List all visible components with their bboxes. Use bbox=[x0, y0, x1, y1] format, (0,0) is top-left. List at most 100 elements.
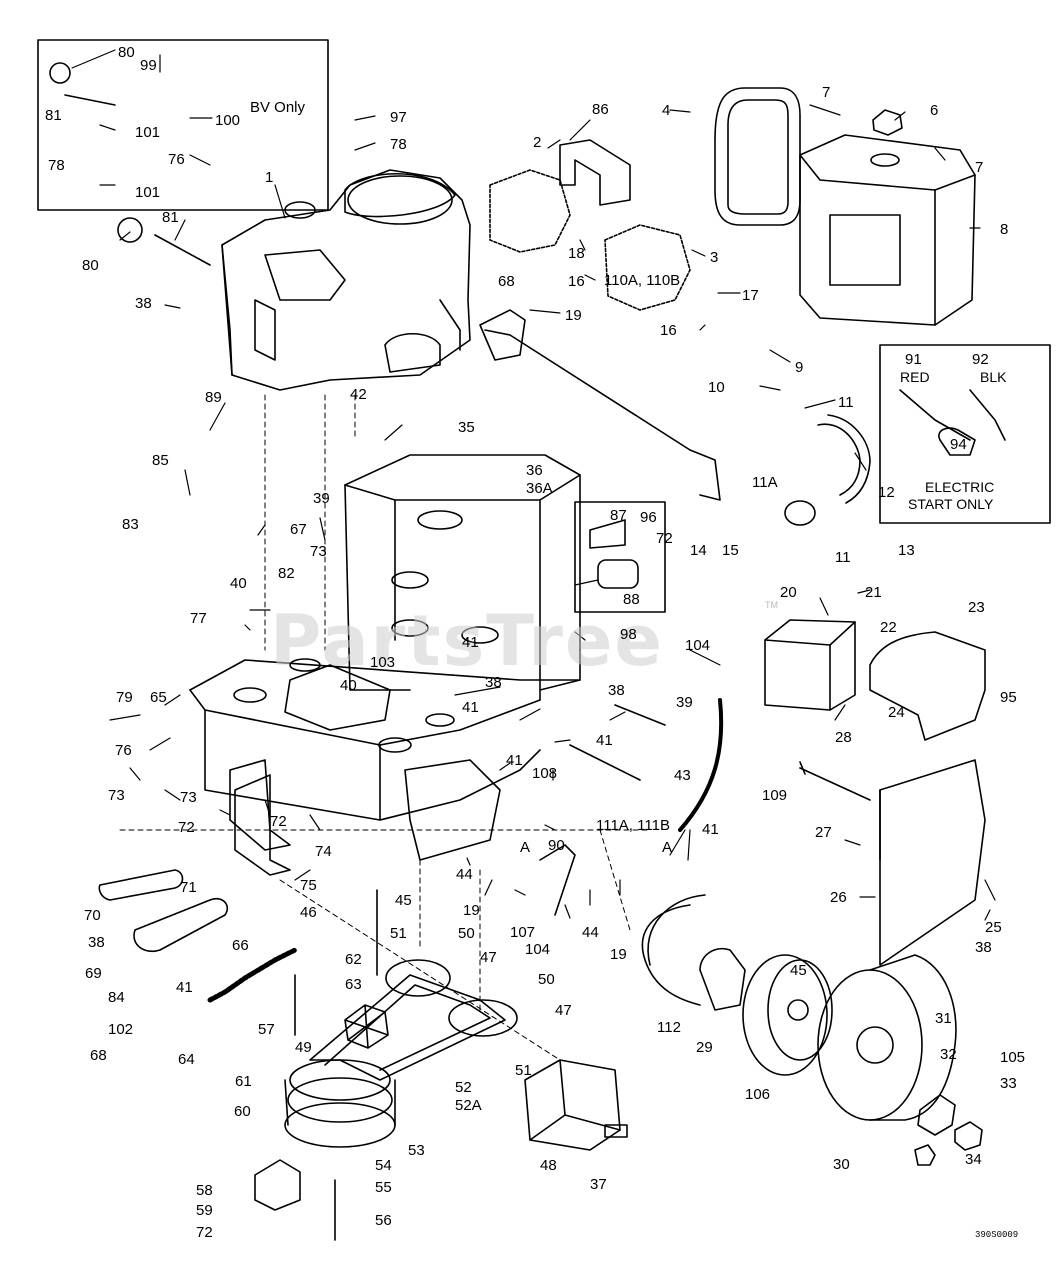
bracket-75 bbox=[234, 774, 291, 876]
part-callout: 103 bbox=[370, 654, 396, 671]
part-callout: 61 bbox=[235, 1073, 252, 1090]
part-callout: 89 bbox=[205, 389, 222, 406]
fuel-line bbox=[817, 423, 861, 496]
part-callout: 72 bbox=[656, 530, 673, 547]
part-callout: 101 bbox=[135, 184, 161, 201]
part-callout: 38 bbox=[608, 682, 625, 699]
part-callout: 41 bbox=[506, 752, 523, 769]
part-callout: 96 bbox=[640, 509, 657, 526]
part-callout: 13 bbox=[898, 542, 915, 559]
part-callout: 15 bbox=[722, 542, 739, 559]
electric-start-note-line2: START ONLY bbox=[908, 496, 994, 512]
part-callout: 85 bbox=[152, 452, 169, 469]
watermark-logo: PartsTree bbox=[270, 600, 664, 682]
part-callout: 10 bbox=[708, 379, 725, 396]
part-callout: 27 bbox=[815, 824, 832, 841]
part-callout: 45 bbox=[395, 892, 412, 909]
part-callout: 11 bbox=[838, 394, 854, 411]
part-callout: 37 bbox=[590, 1176, 607, 1193]
part-callout: 57 bbox=[258, 1021, 275, 1038]
part-callout: 38 bbox=[135, 295, 152, 312]
part-callout: 110A, 110B bbox=[604, 272, 681, 289]
part-callout: 36 bbox=[526, 462, 543, 479]
part-callout: 73 bbox=[180, 789, 197, 806]
part-callout: 76 bbox=[168, 151, 185, 168]
part-callout: 69 bbox=[85, 965, 102, 982]
part-callout: 52A bbox=[455, 1097, 482, 1114]
part-callout: 41 bbox=[176, 979, 193, 996]
idler-arm bbox=[133, 897, 229, 952]
arm-70 bbox=[98, 869, 184, 901]
part-callout: 26 bbox=[830, 889, 847, 906]
axle-nut bbox=[954, 1121, 983, 1151]
part-callout: 83 bbox=[122, 516, 139, 533]
part-callout: 38 bbox=[88, 934, 105, 951]
part-callout: 41 bbox=[596, 732, 613, 749]
part-callout: 73 bbox=[108, 787, 125, 804]
fuel-cap bbox=[872, 109, 903, 136]
bracket-58 bbox=[254, 1159, 301, 1211]
part-callout: 70 bbox=[84, 907, 101, 924]
tank-strap bbox=[714, 87, 801, 226]
part-callout: 72 bbox=[178, 819, 195, 836]
part-callout: 73 bbox=[310, 543, 327, 560]
part-callout: 11 bbox=[835, 549, 851, 566]
part-callout: 50 bbox=[538, 971, 555, 988]
part-callout: 100 bbox=[215, 112, 241, 129]
part-callout: 68 bbox=[498, 273, 515, 290]
harness-inset-box bbox=[574, 501, 666, 613]
part-callout: 17 bbox=[742, 287, 759, 304]
part-callout: 95 bbox=[1000, 689, 1017, 706]
part-callout: 21 bbox=[865, 584, 882, 601]
main-frame bbox=[189, 454, 581, 821]
part-callout: 32 bbox=[940, 1046, 957, 1063]
part-callout: 35 bbox=[458, 419, 475, 436]
part-callout: 112 bbox=[657, 1019, 681, 1036]
part-callout: 98 bbox=[620, 626, 637, 643]
part-callout: 4 bbox=[662, 102, 671, 119]
part-callout: 80 bbox=[118, 44, 135, 61]
drive-belt bbox=[309, 974, 506, 1081]
part-callout: 22 bbox=[880, 619, 897, 636]
throttle-cable bbox=[678, 698, 724, 832]
part-callout: 7 bbox=[975, 159, 984, 176]
part-callout: 99 bbox=[140, 57, 157, 74]
part-callout: 40 bbox=[230, 575, 247, 592]
part-callout: 108 bbox=[532, 765, 558, 782]
part-callout: 64 bbox=[178, 1051, 195, 1068]
part-callout: 78 bbox=[48, 157, 65, 174]
part-callout: 82 bbox=[278, 565, 295, 582]
part-callout: 62 bbox=[345, 951, 362, 968]
part-callout: 38 bbox=[975, 939, 992, 956]
wire-red-label: RED bbox=[900, 369, 930, 385]
part-callout: 31 bbox=[935, 1010, 952, 1027]
part-callout: 3 bbox=[710, 249, 719, 266]
part-callout: 45 bbox=[790, 962, 807, 979]
part-callout: 107 bbox=[510, 924, 536, 941]
part-callout: 24 bbox=[888, 704, 905, 721]
drawing-code: 390S0009 bbox=[975, 1230, 1019, 1240]
part-callout: 7 bbox=[822, 84, 831, 101]
part-callout: 68 bbox=[90, 1047, 107, 1064]
part-callout: 51 bbox=[390, 925, 407, 942]
part-callout: 1 bbox=[265, 169, 274, 186]
battery-cover bbox=[869, 631, 986, 741]
fuel-tank bbox=[799, 134, 976, 326]
part-callout: 109 bbox=[762, 787, 788, 804]
bolt-81a bbox=[64, 94, 116, 106]
part-callout: 65 bbox=[150, 689, 167, 706]
part-callout: 47 bbox=[480, 949, 497, 966]
part-callout: 78 bbox=[390, 136, 407, 153]
part-callout: 94 bbox=[950, 436, 967, 453]
side-plate bbox=[404, 759, 501, 861]
part-callout: 44 bbox=[582, 924, 599, 941]
part-callout: 97 bbox=[390, 109, 407, 126]
bolt-43 bbox=[569, 744, 641, 781]
part-callout: 9 bbox=[795, 359, 804, 376]
bv-only-inset-box bbox=[37, 39, 329, 211]
part-callout: 41 bbox=[462, 699, 479, 716]
part-callout: 84 bbox=[108, 989, 125, 1006]
transmission bbox=[524, 1059, 628, 1151]
part-callout: 59 bbox=[196, 1202, 213, 1219]
part-callout: 90 bbox=[548, 837, 565, 854]
